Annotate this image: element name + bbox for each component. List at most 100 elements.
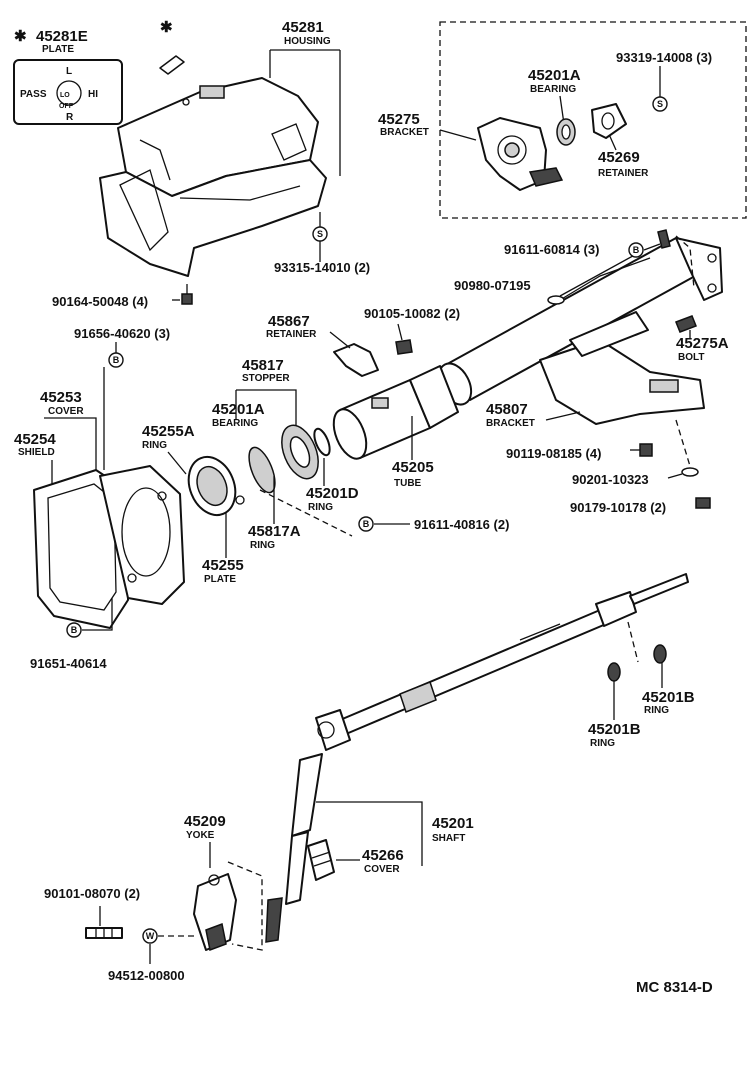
plate-switch-drawing: [13, 59, 123, 125]
cover-45266-drawing: [307, 839, 335, 881]
plate-part-number: 45281E: [36, 28, 88, 45]
part-number-93319: 93319-14008 (3): [616, 50, 712, 65]
retainer-45269-drawing: [591, 103, 627, 139]
plate-mark-off: OFF: [59, 103, 74, 110]
nut-90179-drawing: [695, 497, 711, 509]
part-number-45255: 45255: [202, 557, 244, 574]
part-number-91611-40816: 91611-40816 (2): [414, 517, 509, 532]
part-number-93315: 93315-14010 (2): [274, 260, 370, 275]
part-number-45201: 45201: [432, 815, 474, 832]
part-name-ring-45201b-left: RING: [590, 738, 615, 749]
part-number-91656: 91656-40620 (3): [74, 326, 170, 341]
bolt-45275a-drawing: [675, 315, 697, 333]
plate-mark-l: L: [66, 66, 72, 77]
plate-45281e-group: ✱ 45281E PLATE L R PASS HI LO OFF ✱: [13, 19, 185, 125]
part-number-45817a: 45817A: [248, 523, 301, 540]
symbol-s-top-text: S: [657, 99, 663, 109]
part-name-ring-45201b-right: RING: [644, 705, 669, 716]
clamp-90980-drawing: [547, 295, 565, 305]
shield-45254-drawing: [33, 469, 129, 629]
part-number-90980: 90980-07195: [454, 278, 531, 293]
part-name-plate-45255: PLATE: [204, 574, 236, 585]
part-number-90119: 90119-08185 (4): [506, 446, 601, 461]
part-number-94512: 94512-00800: [108, 968, 185, 983]
part-name-cover: COVER: [48, 406, 84, 417]
part-number-45281: 45281: [282, 19, 324, 36]
part-number-90201: 90201-10323: [572, 472, 649, 487]
part-number-45266: 45266: [362, 847, 404, 864]
symbol-b-top-text: B: [633, 245, 640, 255]
bracket-45275-drawing: [477, 117, 564, 191]
part-number-45201d: 45201D: [306, 485, 359, 502]
star-mark-small: ✱: [160, 19, 173, 36]
part-name-bearing-mid: BEARING: [212, 418, 258, 429]
symbol-w-text: W: [146, 931, 155, 941]
symbol-b-mid-text: B: [363, 519, 370, 529]
bolt-90119-drawing: [639, 443, 653, 457]
part-name-yoke: YOKE: [186, 830, 215, 841]
part-number-91611-60814: 91611-60814 (3): [504, 242, 599, 257]
part-number-45201b-right: 45201B: [642, 689, 695, 706]
symbol-b-top: [628, 242, 644, 258]
diagram-code: MC 8314-D: [636, 979, 713, 996]
yoke-45209-drawing: [193, 873, 237, 952]
part-number-45867: 45867: [268, 313, 310, 330]
part-number-45255a: 45255A: [142, 423, 195, 440]
part-number-90105: 90105-10082 (2): [364, 306, 460, 321]
symbol-b-bottom-text: B: [71, 625, 78, 635]
part-number-90179: 90179-10178 (2): [570, 500, 666, 515]
part-number-45275: 45275: [378, 111, 420, 128]
bracket-detail-box: [439, 21, 747, 219]
housing-drawing: [99, 77, 327, 277]
part-number-45201b-left: 45201B: [588, 721, 641, 738]
symbol-s-top: [652, 96, 668, 112]
screw-90105-drawing: [395, 339, 413, 355]
small-plate-icon: [159, 55, 185, 75]
symbol-b-mid: [358, 516, 374, 532]
part-number-45254: 45254: [14, 431, 56, 448]
retainer-45867-drawing: [333, 343, 379, 377]
part-name-bracket-top: BRACKET: [380, 127, 429, 138]
part-name-shaft: SHAFT: [432, 833, 465, 844]
plate-mark-hi: HI: [88, 89, 98, 100]
bolt-91611-drawing: [657, 229, 671, 249]
ring-45201b-right-drawing: [653, 644, 667, 664]
part-number-45817: 45817: [242, 357, 284, 374]
part-name-housing: HOUSING: [284, 36, 331, 47]
plate-star-mark: ✱: [14, 28, 27, 45]
part-name-cover-45266: COVER: [364, 864, 400, 875]
part-number-45205: 45205: [392, 459, 434, 476]
part-number-45253: 45253: [40, 389, 82, 406]
symbol-w: [142, 928, 158, 944]
part-name-stopper: STOPPER: [242, 373, 290, 384]
ring-45201b-left-drawing: [607, 662, 621, 682]
part-name-ring-45201d: RING: [308, 502, 333, 513]
part-name-bearing-top: BEARING: [530, 84, 576, 95]
part-name-bolt: BOLT: [678, 352, 704, 363]
part-name-retainer-top: RETAINER: [598, 168, 649, 179]
plate-part-name: PLATE: [42, 44, 74, 55]
part-number-45269: 45269: [598, 149, 640, 166]
part-number-45275a: 45275A: [676, 335, 729, 352]
ring-45201d-drawing: [313, 427, 331, 457]
plate-switch-dial: [56, 80, 82, 106]
part-number-45201a-mid: 45201A: [212, 401, 265, 418]
part-number-90101: 90101-08070 (2): [44, 886, 140, 901]
screw-90164-drawing: [181, 293, 193, 305]
part-number-45201a-top: 45201A: [528, 67, 581, 84]
plate-mark-pass: PASS: [20, 89, 47, 100]
part-name-retainer-mid: RETAINER: [266, 329, 317, 340]
part-name-bracket-mid: BRACKET: [486, 418, 535, 429]
steering-shaft-drawing: [265, 573, 689, 943]
bracket-45807-drawing: [539, 339, 705, 425]
washer-90201-drawing: [681, 467, 699, 477]
plate-mark-r: R: [66, 112, 74, 123]
part-name-ring-45817a: RING: [250, 540, 275, 551]
part-number-45209: 45209: [184, 813, 226, 830]
symbol-b-cover-text: B: [113, 355, 120, 365]
part-number-45807: 45807: [486, 401, 528, 418]
tube-45205-drawing: [332, 365, 459, 460]
symbol-s-housing-text: S: [317, 229, 323, 239]
